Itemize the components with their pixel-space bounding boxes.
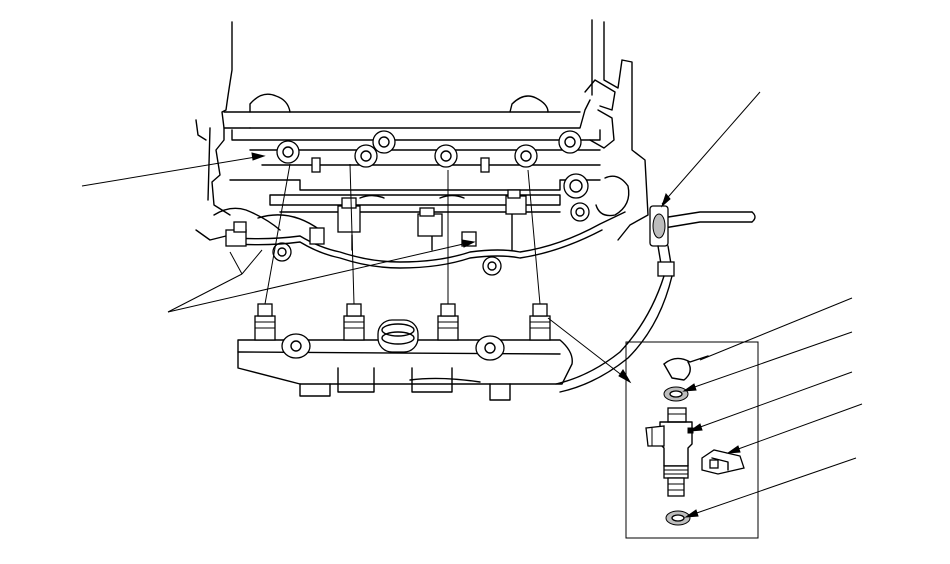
o-ring xyxy=(663,386,689,402)
injector-detail-inset xyxy=(625,341,759,539)
leader-lines-left xyxy=(81,152,476,313)
fuel-feed-hose xyxy=(555,205,756,393)
injector-connectors xyxy=(225,189,527,247)
leader-lines-right xyxy=(682,297,863,518)
leader-line-hose-clamp xyxy=(660,91,761,208)
wiring-harness xyxy=(213,207,626,269)
injectors xyxy=(254,303,551,341)
injector-1 xyxy=(254,303,276,341)
injector-3 xyxy=(437,303,459,341)
fuel-rail xyxy=(237,319,573,401)
injector-4 xyxy=(529,303,551,341)
clip xyxy=(701,449,745,475)
injector-2 xyxy=(343,303,365,341)
injector-alignment-lines xyxy=(264,163,541,305)
fuel-rail-mounting-bolts xyxy=(272,130,590,276)
lower-cushion-ring xyxy=(665,510,691,526)
seal-ring xyxy=(663,355,709,381)
fuel-injector-detail xyxy=(645,407,694,497)
